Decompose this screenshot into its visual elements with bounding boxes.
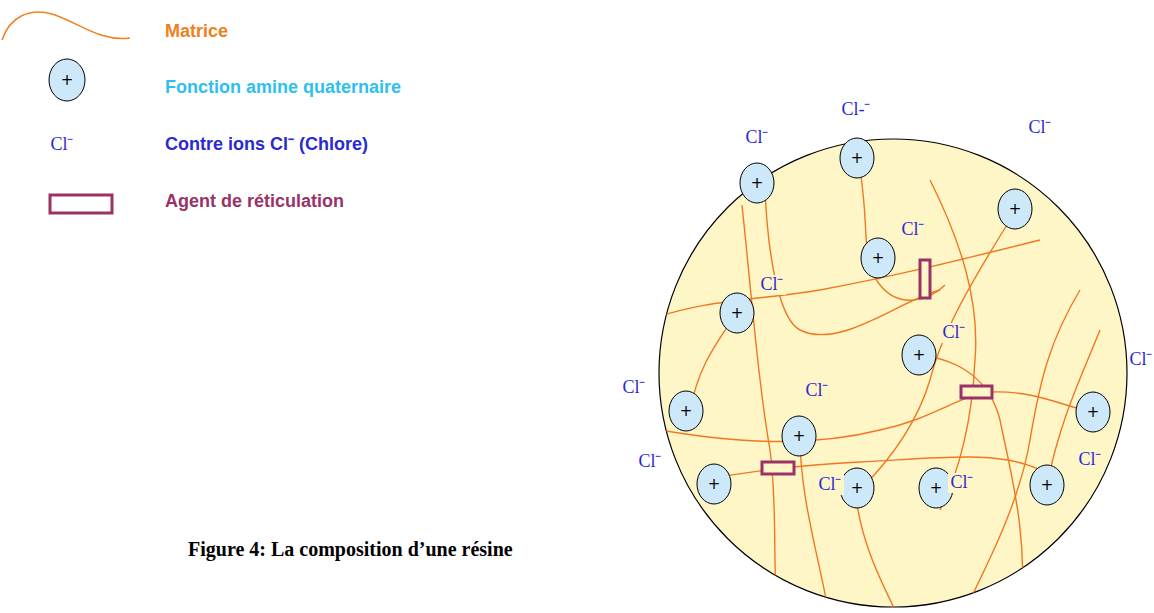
resin-bead: [659, 139, 1127, 607]
amine-shape: [840, 468, 874, 508]
charge-sign: +: [1009, 202, 1022, 217]
amine-circle: +: [860, 237, 896, 279]
counter-ion-label: Cl⁻: [899, 220, 926, 240]
charge-sign: +: [751, 176, 764, 191]
amine-sample: [49, 59, 85, 101]
counter-ion-label: Cl⁻: [743, 128, 770, 148]
charge-sign: +: [930, 481, 943, 496]
counter-ion-label: Cl⁻: [940, 323, 967, 343]
crosslink-agent: [920, 260, 930, 298]
amine-shape: [669, 391, 703, 431]
charge-sign: +: [851, 151, 864, 166]
legend-sign: +: [59, 72, 76, 89]
counter-ion-label: Cl⁻: [1026, 118, 1053, 138]
counter-ion-label: Cl⁻: [758, 275, 785, 295]
amine-shape: [902, 335, 936, 375]
amine-circle: +: [668, 390, 704, 432]
amine-shape: [1076, 392, 1110, 432]
counter-ion-label: Cl-⁻: [839, 100, 872, 120]
charge-sign: +: [708, 477, 721, 492]
amine-circle: +: [719, 292, 755, 334]
charge-sign: +: [851, 481, 864, 496]
charge-sign: +: [913, 348, 926, 363]
counter-ion-label: Cl⁻: [948, 473, 975, 493]
amine-shape: [697, 464, 731, 504]
crosslink-agent: [961, 386, 992, 398]
amine-shape: [1030, 465, 1064, 505]
amine-circle: +: [739, 162, 775, 204]
amine-shape: [782, 416, 816, 456]
amine-shape: [740, 163, 774, 203]
legend-text: Fonction amine quaternaire: [165, 77, 401, 99]
amine-circle: +: [997, 188, 1033, 230]
counter-ion-label: Cl⁻: [803, 381, 830, 401]
amine-circle: +: [781, 415, 817, 457]
charge-sign: +: [680, 404, 693, 419]
counter-ion-label: Cl⁻: [620, 378, 647, 398]
charge-sign: +: [731, 306, 744, 321]
legend-text: Matrice: [165, 21, 228, 43]
matrix-chains: [650, 170, 1100, 613]
counter-ion-label: Cl⁻: [1127, 350, 1154, 370]
amine-shape: [998, 189, 1032, 229]
counter-ion-label: Cl⁻: [816, 475, 843, 495]
crosslink-sample: [50, 195, 112, 213]
amine-shape: [840, 138, 874, 178]
amine-shape: [720, 293, 754, 333]
legend-text: Agent de réticulation: [165, 191, 344, 213]
amine-shape: [861, 238, 895, 278]
charge-sign: +: [1041, 478, 1054, 493]
charge-sign: +: [793, 429, 806, 444]
crosslink-agent: [762, 462, 794, 474]
counter-ion-label: Cl⁻: [1076, 450, 1103, 470]
amine-circle: +: [839, 137, 875, 179]
figure-caption: Figure 4: La composition d’une résine: [188, 537, 513, 561]
amine-circle: +: [901, 334, 937, 376]
charge-sign: +: [872, 251, 885, 266]
amine-circle: +: [696, 463, 732, 505]
legend-text: Contre ions Cl⁻ (Chlore): [165, 134, 368, 156]
counter-ion-label: Cl⁻: [636, 452, 663, 472]
amine-circle: +: [1075, 391, 1111, 433]
counter-ion-label: Cl⁻: [48, 135, 75, 155]
matrix-sample: [2, 12, 130, 40]
amine-circle: +: [1029, 464, 1065, 506]
amine-circle: +: [839, 467, 875, 509]
charge-sign: +: [1087, 405, 1100, 420]
